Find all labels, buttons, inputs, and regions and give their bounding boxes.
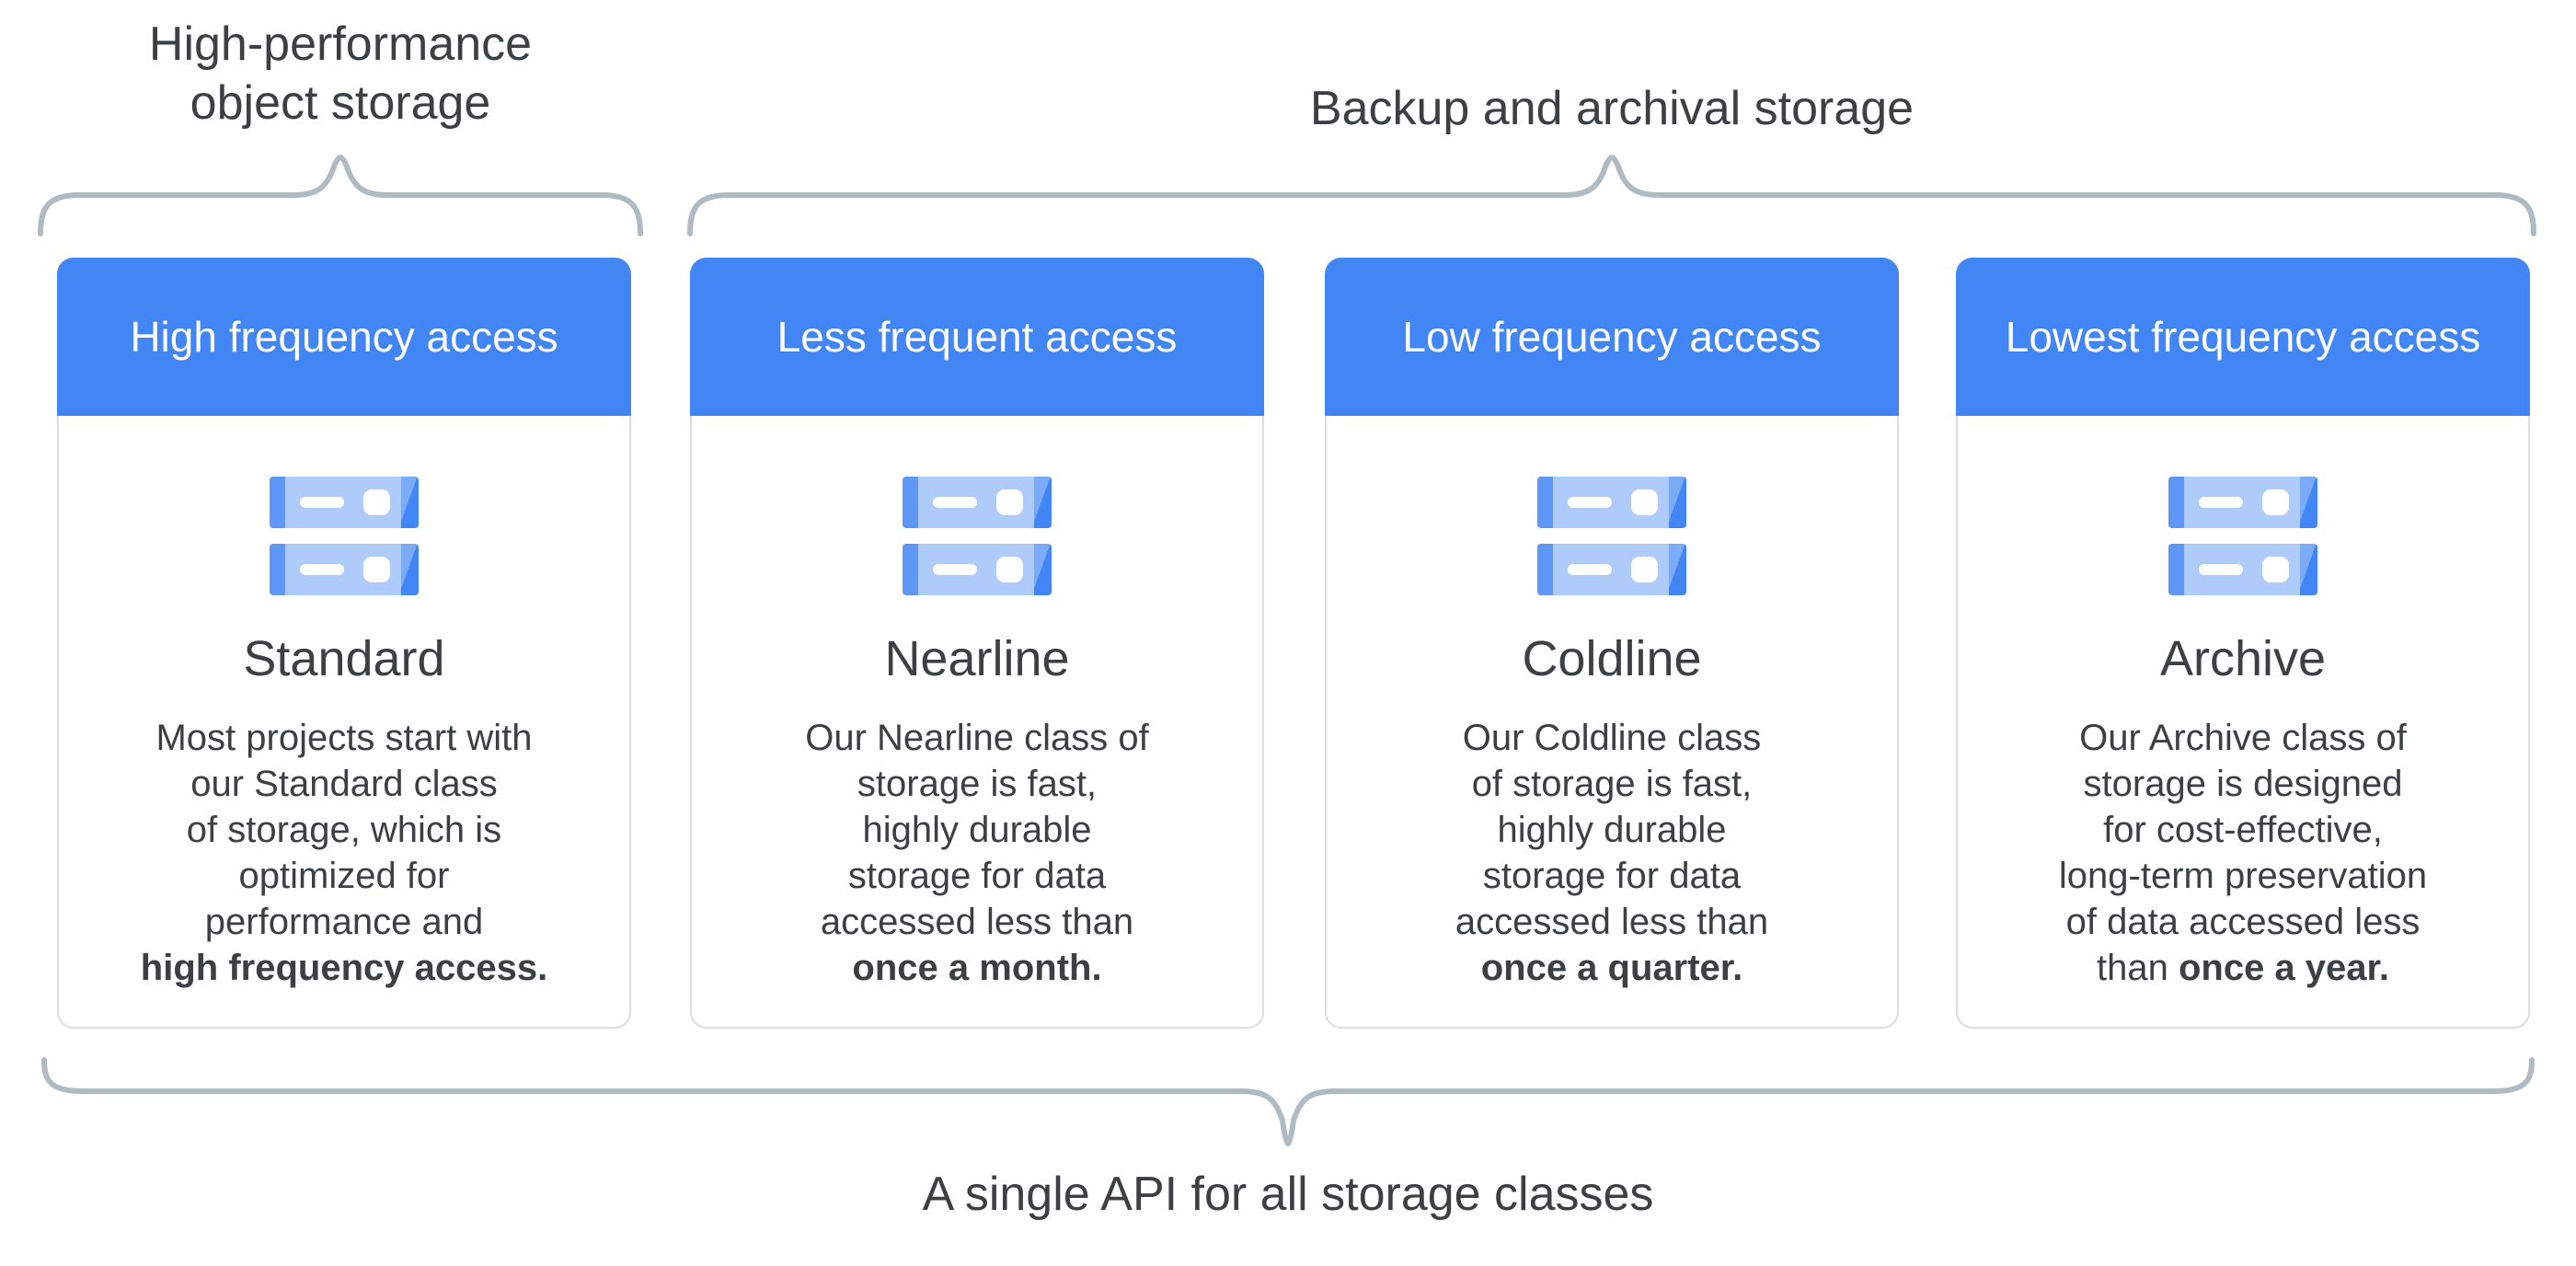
server-right-strip bbox=[1669, 477, 1686, 528]
card-title: Archive bbox=[2159, 631, 2327, 686]
card-body-standard: Standard Most projects start with our St… bbox=[59, 416, 629, 1027]
server-light bbox=[996, 489, 1023, 515]
server-light bbox=[996, 557, 1023, 582]
card-description-text: Our Coldline class of storage is fast, h… bbox=[1455, 718, 1769, 942]
server-right-strip bbox=[1669, 544, 1686, 595]
card-title: Nearline bbox=[884, 631, 1070, 686]
server-row bbox=[1537, 544, 1686, 595]
curly-brace-single-api bbox=[41, 1057, 2535, 1146]
server-left-strip bbox=[2168, 544, 2184, 595]
server-right-strip bbox=[2300, 477, 2317, 528]
server-light bbox=[2262, 557, 2289, 582]
server-row bbox=[2168, 477, 2317, 528]
curly-brace-high-performance bbox=[38, 155, 643, 236]
server-light bbox=[1631, 557, 1658, 582]
card-title: Coldline bbox=[1522, 631, 1702, 686]
server-dash bbox=[300, 564, 344, 575]
server-dash bbox=[300, 497, 344, 508]
card-header-coldline: Low frequency access bbox=[1325, 258, 1899, 416]
server-dash bbox=[933, 497, 977, 508]
server-row bbox=[270, 544, 419, 595]
label-backup-and-archival-storage: Backup and archival storage bbox=[1309, 82, 1915, 135]
card-standard: High frequency access Standard Most proj… bbox=[57, 258, 631, 1029]
card-body-coldline: Coldline Our Coldline class of storage i… bbox=[1327, 416, 1897, 1027]
server-row bbox=[270, 477, 419, 528]
label-single-api: A single API for all storage classes bbox=[922, 1168, 1654, 1221]
storage-server-icon bbox=[1537, 477, 1686, 595]
storage-server-icon bbox=[2168, 477, 2317, 595]
server-row bbox=[903, 477, 1052, 528]
server-row bbox=[903, 544, 1052, 595]
server-dash bbox=[1568, 497, 1612, 508]
card-description-bold: once a quarter. bbox=[1480, 948, 1743, 988]
card-description: Most projects start with our Standard cl… bbox=[141, 715, 547, 991]
server-left-strip bbox=[1537, 544, 1553, 595]
server-right-strip bbox=[1034, 544, 1052, 595]
card-archive: Lowest frequency access Archive Our Arch… bbox=[1956, 258, 2530, 1029]
server-light bbox=[2262, 489, 2289, 515]
server-left-strip bbox=[270, 544, 285, 595]
server-dash bbox=[2199, 564, 2243, 575]
card-description-text: Most projects start with our Standard cl… bbox=[155, 718, 533, 942]
card-description: Our Coldline class of storage is fast, h… bbox=[1455, 715, 1768, 991]
server-right-strip bbox=[401, 544, 419, 595]
card-title: Standard bbox=[243, 631, 445, 686]
card-body-archive: Archive Our Archive class of storage is … bbox=[1958, 416, 2528, 1027]
card-nearline: Less frequent access Nearline Our Nearli… bbox=[690, 258, 1264, 1029]
server-left-strip bbox=[2168, 477, 2184, 528]
label-high-performance-object-storage: High-performance object storage bbox=[148, 17, 533, 130]
server-left-strip bbox=[903, 477, 918, 528]
server-dash bbox=[2199, 497, 2243, 508]
card-description: Our Nearline class of storage is fast, h… bbox=[805, 715, 1148, 991]
card-description-text: Our Archive class of storage is designed… bbox=[2058, 718, 2428, 988]
server-dash bbox=[1568, 564, 1612, 575]
server-dash bbox=[933, 564, 977, 575]
card-description: Our Archive class of storage is designed… bbox=[2059, 715, 2427, 991]
card-header-standard: High frequency access bbox=[57, 258, 631, 416]
card-header-archive: Lowest frequency access bbox=[1956, 258, 2530, 416]
card-description-text: Our Nearline class of storage is fast, h… bbox=[805, 718, 1149, 942]
server-light bbox=[363, 557, 390, 582]
card-coldline: Low frequency access Coldline Our Coldli… bbox=[1325, 258, 1899, 1029]
card-header-nearline: Less frequent access bbox=[690, 258, 1264, 416]
server-row bbox=[2168, 544, 2317, 595]
storage-server-icon bbox=[270, 477, 419, 595]
storage-server-icon bbox=[903, 477, 1052, 595]
card-description-bold: once a year. bbox=[2178, 948, 2389, 988]
card-body-nearline: Nearline Our Nearline class of storage i… bbox=[692, 416, 1262, 1027]
server-right-strip bbox=[1034, 477, 1052, 528]
server-light bbox=[1631, 489, 1658, 515]
server-right-strip bbox=[2300, 544, 2317, 595]
curly-brace-backup-archival bbox=[687, 155, 2536, 236]
server-left-strip bbox=[270, 477, 285, 528]
server-left-strip bbox=[903, 544, 918, 595]
server-right-strip bbox=[401, 477, 419, 528]
card-description-bold: high frequency access. bbox=[140, 948, 548, 988]
server-row bbox=[1537, 477, 1686, 528]
card-description-bold: once a month. bbox=[852, 948, 1102, 988]
server-light bbox=[363, 489, 390, 515]
server-left-strip bbox=[1537, 477, 1553, 528]
